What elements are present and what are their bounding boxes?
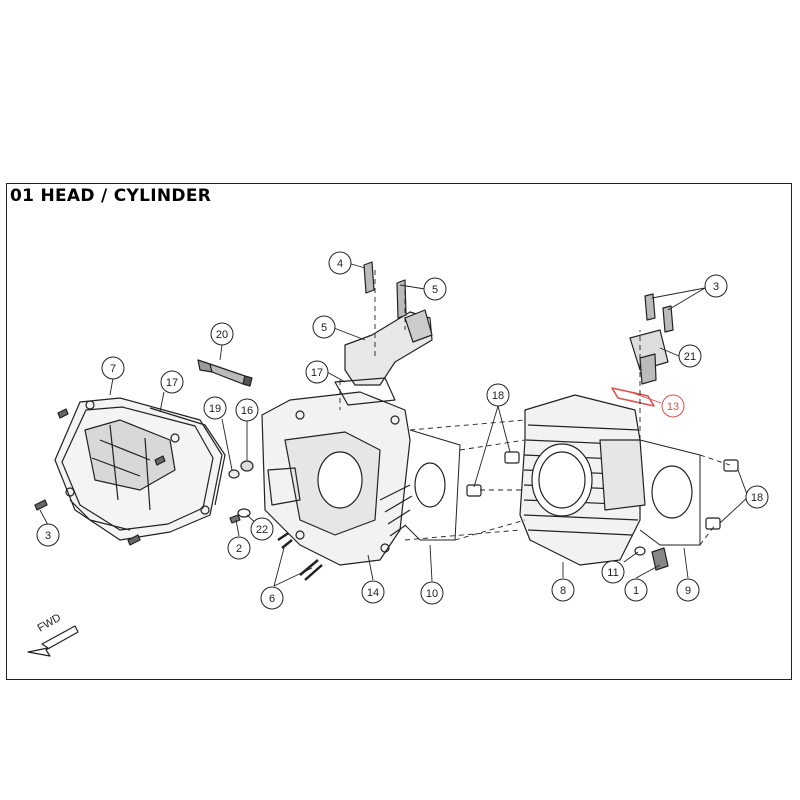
callout-label-5: 5 [432, 284, 438, 296]
callout-circle [203, 396, 227, 420]
callout-label-17: 17 [166, 377, 178, 389]
forward-arrow-icon [27, 625, 79, 657]
callout-circle [210, 322, 234, 346]
callout-circle [624, 578, 648, 602]
callout-circle [36, 523, 60, 547]
bolt [34, 408, 166, 546]
callout-circle [704, 274, 728, 298]
callout-label-6: 6 [269, 593, 275, 605]
callout-label-13: 13 [667, 401, 679, 413]
callout-label-16: 16 [241, 405, 253, 417]
callout-circle [420, 581, 444, 605]
callout-circle [745, 485, 769, 509]
callout-label-2: 2 [236, 543, 242, 555]
callout-circle [423, 277, 447, 301]
callout-circle [678, 344, 702, 368]
callout-label-14: 14 [367, 587, 379, 599]
callout-label-19: 19 [209, 403, 221, 415]
diagram-title: 01 HEAD / CYLINDER [10, 186, 212, 206]
callout-label-3: 3 [45, 530, 51, 542]
diagram-frame [6, 183, 792, 680]
callout-label-5: 5 [321, 322, 327, 334]
callout-label-18: 18 [751, 492, 763, 504]
cylinder-head [261, 391, 413, 566]
callout-circle [601, 560, 625, 584]
callout-label-22: 22 [256, 524, 268, 536]
callout-label-17: 17 [311, 367, 323, 379]
spark-plug [197, 359, 253, 387]
intake-manifold [334, 309, 433, 406]
valve-cover [54, 397, 223, 541]
callout-circle [486, 383, 510, 407]
callout-circle [235, 398, 259, 422]
cylinder-block [519, 394, 646, 566]
callout-circle [676, 578, 700, 602]
callout-circle [160, 370, 184, 394]
callout-label-18: 18 [492, 390, 504, 402]
callout-circle [260, 586, 284, 610]
callout-circle [101, 356, 125, 380]
callout-label-4: 4 [337, 258, 343, 270]
callout-label-10: 10 [426, 588, 438, 600]
callout-circle [250, 517, 274, 541]
callout-circle [227, 536, 251, 560]
callout-label-1: 1 [633, 585, 639, 597]
callout-label-8: 8 [560, 585, 566, 597]
callout-label-9: 9 [685, 585, 691, 597]
callout-label-20: 20 [216, 329, 228, 341]
callout-label-3: 3 [713, 281, 719, 293]
callout-label-7: 7 [110, 363, 116, 375]
callout-circle [551, 578, 575, 602]
callout-label-21: 21 [684, 351, 696, 363]
fwd-label: FWD [36, 612, 64, 635]
callout-circle [361, 580, 385, 604]
cam-chain-tensioner [629, 293, 674, 385]
callout-label-11: 11 [607, 567, 618, 579]
callout-circle [328, 251, 352, 275]
callout-circle [661, 394, 685, 418]
callout-circle [305, 360, 329, 384]
callout-circle [312, 315, 336, 339]
